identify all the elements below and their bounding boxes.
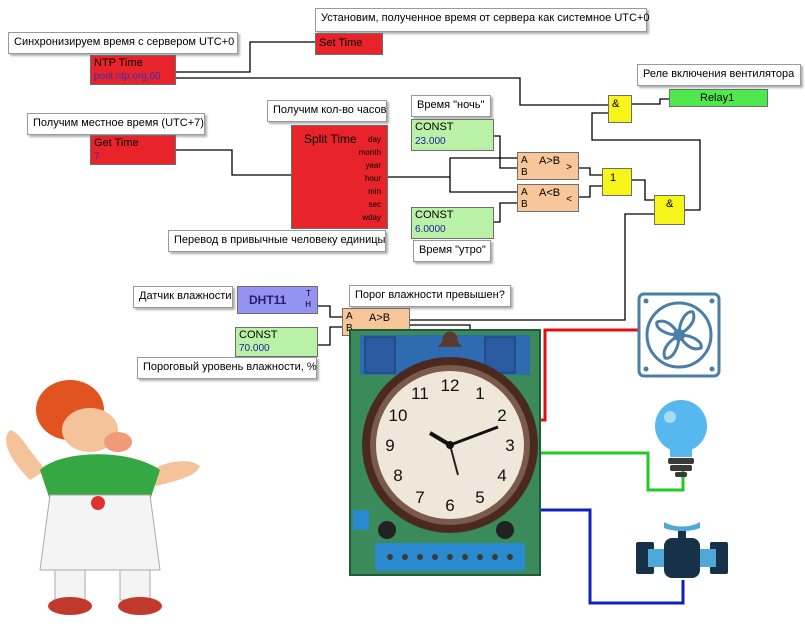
- wire-consthum-cmp: [317, 326, 343, 346]
- wire-cmphum-and: [410, 213, 655, 321]
- wire-dht-cmp: [317, 305, 343, 318]
- const-night-block[interactable]: CONST 23.000: [411, 119, 494, 151]
- note-set-time: Установим, полученное время от сервера к…: [315, 8, 649, 32]
- and-mid-label: &: [666, 198, 674, 210]
- note-night-time: Время "ночь": [411, 95, 491, 117]
- fan-icon: [637, 292, 721, 378]
- cmp-gt-label: A>B: [539, 155, 561, 167]
- wire-and-relay: [632, 98, 670, 105]
- note-local-time: Получим местное время (UTC+7): [27, 113, 205, 135]
- valve-icon: [636, 522, 728, 578]
- const-humidity-value: 70.000: [239, 343, 270, 354]
- ntp-time-block[interactable]: NTP Time pool.ntp.org,60: [90, 55, 176, 85]
- set-time-title: Set Time: [319, 37, 363, 49]
- or-label: 1: [610, 172, 617, 184]
- pin-year: year: [365, 161, 381, 170]
- clock-number: 10: [389, 406, 408, 425]
- wire-hour-cmp2: [449, 177, 518, 193]
- note-humidity-exceeded: Порог влажности превышен?: [349, 285, 511, 307]
- ntp-server: pool.ntp.org,60: [94, 71, 161, 82]
- cmp-gt-pin-b: B: [521, 167, 528, 178]
- note-get-hours: Получим кол-во часов: [267, 100, 387, 122]
- clock-number: 6: [445, 496, 454, 515]
- clock-number: 8: [393, 466, 402, 485]
- cmp-gt-pin-a: A: [521, 155, 528, 166]
- and-top-label: &: [612, 98, 620, 110]
- get-time-offset: 7: [94, 151, 100, 162]
- pin-hour: hour: [364, 174, 381, 183]
- dht11-pin-t: T: [306, 289, 311, 298]
- const-morning-value: 6.0000: [415, 224, 446, 235]
- clock-number: 5: [475, 488, 484, 507]
- const-humidity-block[interactable]: CONST 70.000: [235, 327, 318, 357]
- wire-ntp-settime: [175, 41, 316, 73]
- note-morning-time: Время "утро": [413, 240, 491, 262]
- pin-day: day: [368, 135, 381, 144]
- wire-gt-or: [578, 167, 603, 176]
- set-time-block[interactable]: Set Time: [315, 33, 383, 55]
- light-bulb-icon: [655, 400, 707, 477]
- cmp-hum-pin-b: B: [346, 323, 353, 334]
- and-gate-top[interactable]: &: [608, 95, 632, 123]
- wire-const-night: [493, 135, 518, 169]
- pin-sec: sec: [368, 200, 381, 209]
- split-time-title: Split Time: [304, 132, 357, 146]
- cmp-hum-label: A>B: [369, 312, 391, 324]
- clock-number: 3: [505, 436, 514, 455]
- cmp-lt-pin-a: A: [521, 187, 528, 198]
- cmp-hum-pin-a: A: [346, 311, 353, 322]
- wire-gettime-split: [175, 149, 292, 176]
- compare-lt-block[interactable]: A B A<B <: [517, 184, 579, 212]
- clock-number: 1: [475, 384, 484, 403]
- get-time-title: Get Time: [94, 137, 139, 149]
- clock-number: 2: [497, 406, 506, 425]
- or-gate[interactable]: 1: [602, 168, 632, 196]
- note-convert-units: Перевод в привычные человеку единицы: [168, 230, 386, 252]
- split-time-block[interactable]: Split Time day month year hour min sec w…: [291, 125, 388, 229]
- get-time-block[interactable]: Get Time 7: [90, 135, 176, 165]
- compare-gt-block[interactable]: A B A>B >: [517, 152, 579, 180]
- const-morning-title: CONST: [415, 209, 454, 221]
- wire-const-morning: [493, 202, 518, 223]
- pin-min: min: [368, 187, 381, 196]
- note-humidity-threshold: Пороговый уровень влажности, %: [137, 357, 317, 379]
- clock-number: 4: [497, 466, 506, 485]
- const-humidity-title: CONST: [239, 329, 278, 341]
- dht11-title: DHT11: [249, 293, 287, 307]
- clock-number: 12: [441, 376, 460, 395]
- const-night-value: 23.000: [415, 136, 446, 147]
- wire-or-and: [632, 179, 655, 201]
- pin-month: month: [358, 148, 381, 157]
- relay1-title: Relay1: [700, 92, 735, 104]
- and-gate-mid[interactable]: &: [654, 195, 685, 225]
- note-humidity-sensor: Датчик влажности: [133, 286, 233, 308]
- wire-ntp-and: [175, 77, 609, 106]
- wire-lt-or: [578, 185, 603, 198]
- cmp-lt-pin-b: B: [521, 199, 528, 210]
- wire-hour-cmp: [388, 157, 518, 178]
- cmp-lt-out: <: [566, 194, 572, 205]
- clock-number: 7: [415, 488, 424, 507]
- cmp-gt-out: >: [566, 162, 572, 173]
- wire-andmid-andtop: [591, 112, 701, 211]
- clock-number: 9: [385, 436, 394, 455]
- const-night-title: CONST: [415, 121, 454, 133]
- wire-green-lamp: [510, 451, 685, 492]
- relay1-block[interactable]: Relay1: [669, 89, 768, 107]
- const-morning-block[interactable]: CONST 6.0000: [411, 207, 494, 239]
- wire-blue-valve: [485, 508, 685, 605]
- clock-number: 11: [411, 384, 429, 403]
- note-fan-relay: Реле включения вентилятора: [637, 64, 801, 86]
- cartoon-character: [6, 380, 200, 615]
- dht11-block[interactable]: DHT11 T H: [237, 286, 318, 314]
- note-sync-time: Синхронизируем время с сервером UTC+0: [8, 32, 238, 54]
- pin-wday: wday: [362, 213, 381, 222]
- dht11-pin-h: H: [305, 300, 311, 309]
- ntp-time-title: NTP Time: [94, 57, 143, 69]
- cmp-lt-label: A<B: [539, 187, 561, 199]
